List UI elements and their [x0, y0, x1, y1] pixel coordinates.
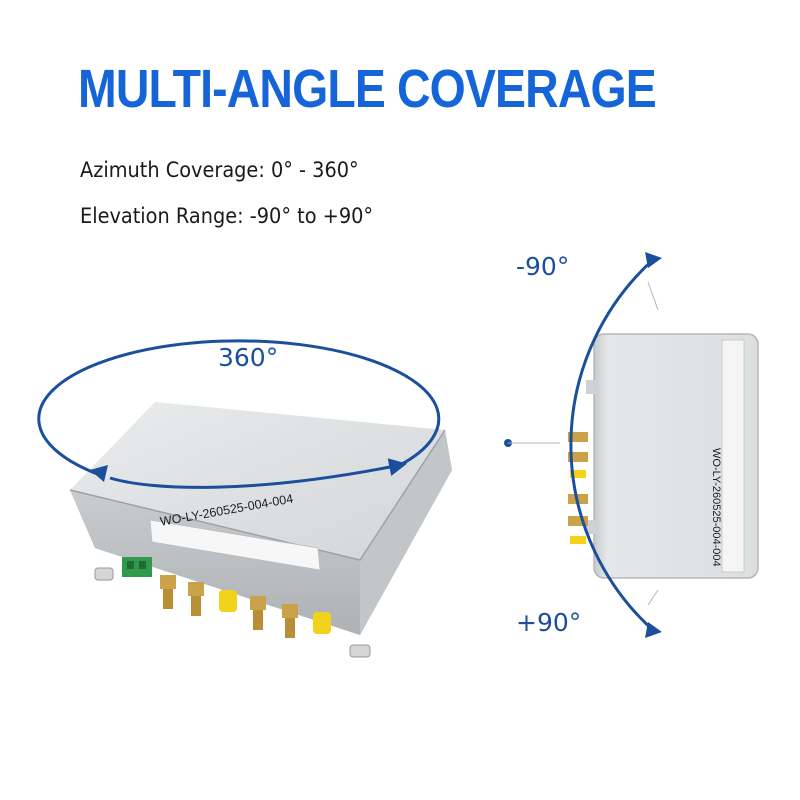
device-part-number-label-top-view: WO-LY-260525-004-004 [710, 448, 722, 567]
device-isometric [69, 402, 452, 658]
power-terminal [122, 557, 152, 577]
elevation-top-label: -90° [516, 252, 570, 281]
azimuth-angle-label: 360° [218, 343, 279, 372]
device-top-view [568, 333, 759, 579]
sma-connectors [160, 575, 331, 638]
elevation-spec: Elevation Range: -90° to +90° [80, 204, 374, 228]
elevation-arc [504, 252, 662, 638]
device-front-face [70, 490, 360, 635]
page-title: MULTI-ANGLE COVERAGE [78, 59, 657, 119]
device-top-face [70, 402, 445, 560]
side-label-plate [721, 339, 745, 573]
elevation-bottom-label: +90° [516, 608, 582, 637]
azimuth-rotation-arrow [37, 339, 441, 489]
azimuth-spec: Azimuth Coverage: 0° - 360° [80, 158, 359, 182]
